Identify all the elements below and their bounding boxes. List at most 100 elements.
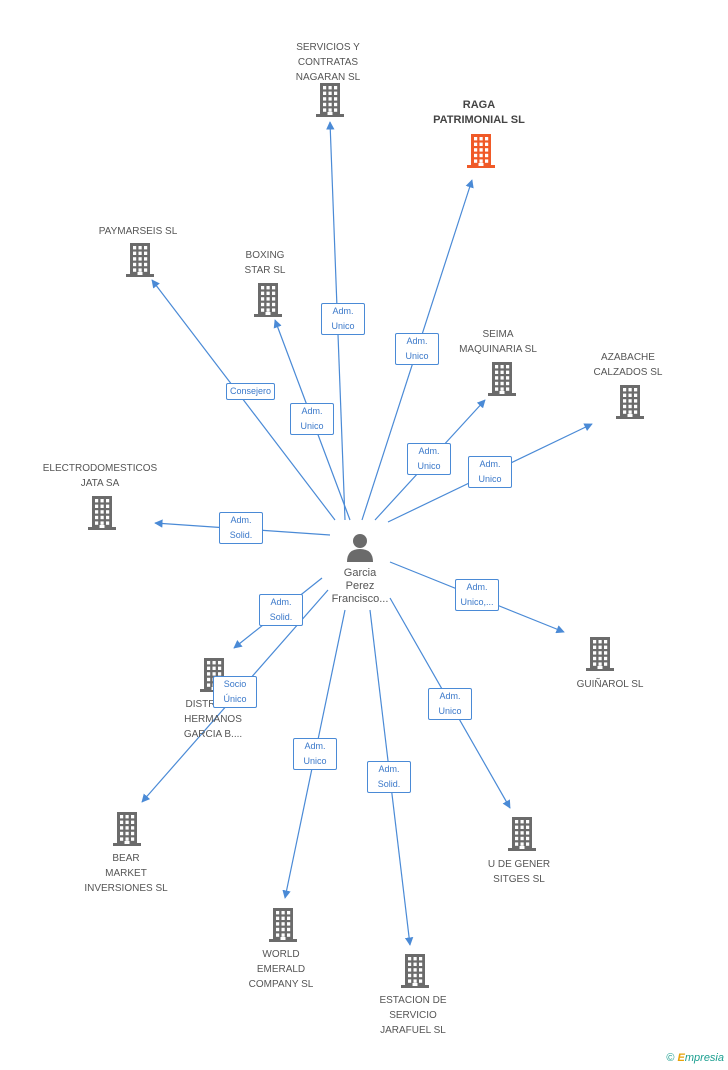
company-name-line: COMPANY SL [248, 979, 314, 990]
relation-text: Único [223, 694, 247, 704]
relation-text: Adm. [301, 406, 323, 416]
company-label-world[interactable]: WORLD EMERALD COMPANY SL [216, 947, 346, 992]
company-name-line: CONTRATAS [297, 57, 359, 68]
relation-badge-distrib[interactable]: Adm. Solid. [259, 594, 303, 626]
relation-text: Adm. [304, 741, 326, 751]
relation-badge-world[interactable]: Adm. Unico [293, 738, 337, 770]
relation-text: Solid. [377, 779, 401, 789]
relation-text: Adm. [332, 306, 354, 316]
company-name-line: CALZADOS SL [593, 367, 663, 378]
relation-text: Unico,... [460, 597, 494, 607]
relation-text: Adm. [418, 446, 440, 456]
relation-text: Adm. [466, 582, 488, 592]
relation-text: Adm. [439, 691, 461, 701]
building-icon[interactable] [253, 282, 283, 323]
company-name-line: MAQUINARIA SL [459, 344, 537, 355]
building-icon[interactable] [268, 907, 298, 948]
company-name-line: SERVICIOS Y [296, 42, 360, 53]
company-label-estacion[interactable]: ESTACION DE SERVICIO JARAFUEL SL [348, 993, 478, 1038]
company-label-raga[interactable]: RAGA PATRIMONIAL SL [414, 98, 544, 128]
company-name-line: PAYMARSEIS SL [98, 226, 178, 237]
company-name-line: INVERSIONES SL [84, 883, 168, 894]
relation-text: Adm. [378, 764, 400, 774]
company-label-ugener[interactable]: U DE GENER SITGES SL [454, 857, 584, 887]
company-label-boxing[interactable]: BOXING STAR SL [200, 248, 330, 278]
relation-badge-guinarol[interactable]: Adm. Unico,... [455, 579, 499, 611]
relation-badge-raga[interactable]: Adm. Unico [395, 333, 439, 365]
company-name-line: ESTACION DE [379, 995, 447, 1006]
company-name-line: SITGES SL [493, 874, 545, 885]
relation-badge-electro[interactable]: Adm. Solid. [219, 512, 263, 544]
relation-badge-seima[interactable]: Adm. Unico [407, 443, 451, 475]
company-name-line: U DE GENER [487, 859, 551, 870]
relation-text: Unico [405, 351, 429, 361]
relation-text: Adm. [406, 336, 428, 346]
person-name-line: Garcia [343, 567, 377, 579]
company-label-servicios[interactable]: SERVICIOS Y CONTRATAS NAGARAN SL [263, 40, 393, 85]
building-icon[interactable] [507, 816, 537, 857]
relation-text: Adm. [270, 597, 292, 607]
brand-name: mpresia [684, 1052, 724, 1064]
relation-badge-servicios[interactable]: Adm. Unico [321, 303, 365, 335]
relation-text: Unico [303, 756, 327, 766]
relation-badge-estacion[interactable]: Adm. Solid. [367, 761, 411, 793]
company-name-line: WORLD [262, 949, 300, 960]
company-name-line: BOXING [245, 250, 285, 261]
building-icon[interactable] [112, 811, 142, 852]
company-name-line: DISTRIBU... [148, 697, 278, 712]
company-name-line: RAGA [462, 99, 496, 111]
relation-text: Unico [478, 474, 502, 484]
relation-text: Solid. [269, 612, 293, 622]
relation-badge-azabache[interactable]: Adm. Unico [468, 456, 512, 488]
company-name-line: PATRIMONIAL SL [433, 114, 525, 126]
person-name-line: Francisco... [331, 593, 389, 605]
company-name-line: GARCIA B.... [183, 729, 243, 740]
company-name-line: JARAFUEL SL [380, 1025, 446, 1036]
relation-text: Unico [331, 321, 355, 331]
company-label-guinarol[interactable]: GUIÑAROL SL [545, 677, 675, 692]
company-label-bear[interactable]: BEAR MARKET INVERSIONES SL [61, 851, 191, 896]
relation-badge-ugener[interactable]: Adm. Unico [428, 688, 472, 720]
relation-badge-boxing[interactable]: Adm. Unico [290, 403, 334, 435]
building-icon[interactable] [585, 636, 615, 677]
company-label-distrib[interactable]: DISTRIBU... HERMANOS GARCIA B.... [148, 697, 278, 742]
building-icon[interactable] [615, 384, 645, 425]
relation-text: Adm. [479, 459, 501, 469]
building-icon[interactable] [487, 361, 517, 402]
company-label-seima[interactable]: SEIMA MAQUINARIA SL [433, 327, 563, 357]
relation-text: Solid. [229, 530, 253, 540]
company-name-line: NAGARAN SL [295, 72, 361, 83]
building-icon[interactable] [87, 495, 117, 536]
building-icon[interactable] [125, 242, 155, 283]
building-icon[interactable] [466, 133, 496, 174]
company-label-paymarseis[interactable]: PAYMARSEIS SL [73, 224, 203, 239]
company-name-line: HERMANOS [184, 714, 242, 725]
company-name-line: ELECTRODOMESTICOS [42, 463, 158, 474]
company-name-line: STAR SL [244, 265, 286, 276]
building-icon[interactable] [400, 953, 430, 994]
company-name-line: GUIÑAROL SL [576, 679, 644, 690]
relation-text: Socio [223, 679, 247, 689]
relation-badge-paymarseis[interactable]: Consejero [226, 382, 276, 400]
relation-text: Adm. [230, 515, 252, 525]
relation-text: Unico [438, 706, 462, 716]
relation-text: Unico [300, 421, 324, 431]
company-name-line: MARKET [105, 868, 147, 879]
relation-text: Consejero [230, 385, 272, 396]
company-name-line: EMERALD [256, 964, 306, 975]
company-name-line: BEAR [112, 853, 140, 864]
brand-initial: E [677, 1052, 685, 1064]
person-icon [347, 534, 373, 562]
relation-text: Unico [417, 461, 441, 471]
empresia-brand: ©Empresia [666, 1052, 724, 1064]
company-name-line: SERVICIO [389, 1010, 437, 1021]
company-name-line: SEIMA [482, 329, 514, 340]
edge-paymarseis [151, 279, 336, 521]
person-name-line: Perez [345, 580, 375, 592]
building-icon[interactable] [315, 82, 345, 123]
